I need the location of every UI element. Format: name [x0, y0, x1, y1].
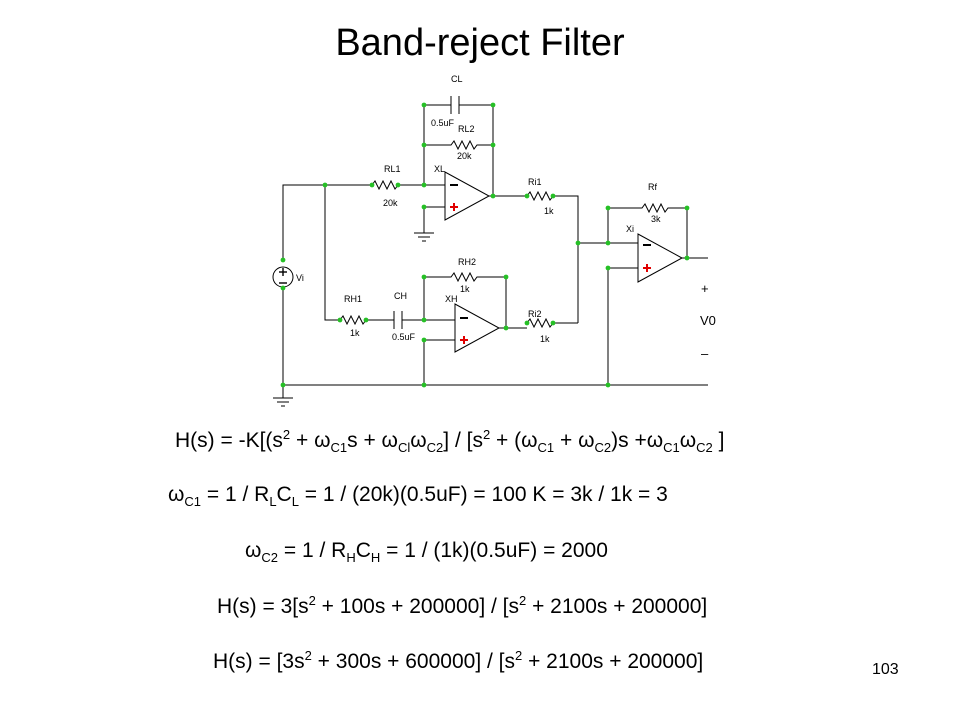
transfer-function-substituted: H(s) = 3[s2 + 100s + 200000] / [s2 + 210… — [217, 593, 708, 618]
cl-value: 0.5uF — [431, 118, 455, 128]
ch-value: 0.5uF — [392, 332, 416, 342]
rl1-label: RL1 — [384, 164, 401, 174]
page-title: Band-reject Filter — [335, 22, 625, 64]
vi-label: Vi — [296, 273, 304, 283]
omega-c1-equation: ωC1 = 1 / RLCL = 1 / (20k)(0.5uF) = 100 … — [168, 483, 668, 510]
rl2-value: 20k — [457, 151, 472, 161]
transfer-function-general: H(s) = -K[(s2 + ωC1s + ωClωC2] / [s2 + (… — [175, 427, 725, 456]
rl1-value: 20k — [383, 198, 398, 208]
ri2-value: 1k — [540, 334, 550, 344]
rh2-label: RH2 — [458, 257, 476, 267]
output-voltage-label: V0 — [700, 313, 716, 328]
output-plus-label: + — [701, 281, 709, 296]
xi-label: Xi — [626, 224, 634, 234]
transfer-function-expanded: H(s) = [3s2 + 300s + 600000] / [s2 + 210… — [213, 648, 704, 673]
xl-label: XL — [434, 164, 445, 174]
rf-value: 3k — [651, 214, 661, 224]
ri2-label: Ri2 — [528, 309, 542, 319]
omega-c2-equation: ωC2 = 1 / RHCH = 1 / (1k)(0.5uF) = 2000 — [245, 539, 608, 566]
rh2-value: 1k — [460, 284, 470, 294]
rh1-label: RH1 — [344, 294, 362, 304]
output-minus-label: – — [701, 346, 709, 361]
page-number: 103 — [872, 661, 899, 678]
ri1-label: Ri1 — [528, 177, 542, 187]
rh1-value: 1k — [350, 328, 360, 338]
xh-label: XH — [445, 294, 458, 304]
rl2-label: RL2 — [458, 124, 475, 134]
cl-label: CL — [451, 74, 463, 84]
ri1-value: 1k — [544, 206, 554, 216]
rf-label: Rf — [648, 182, 657, 192]
ch-label: CH — [394, 291, 407, 301]
